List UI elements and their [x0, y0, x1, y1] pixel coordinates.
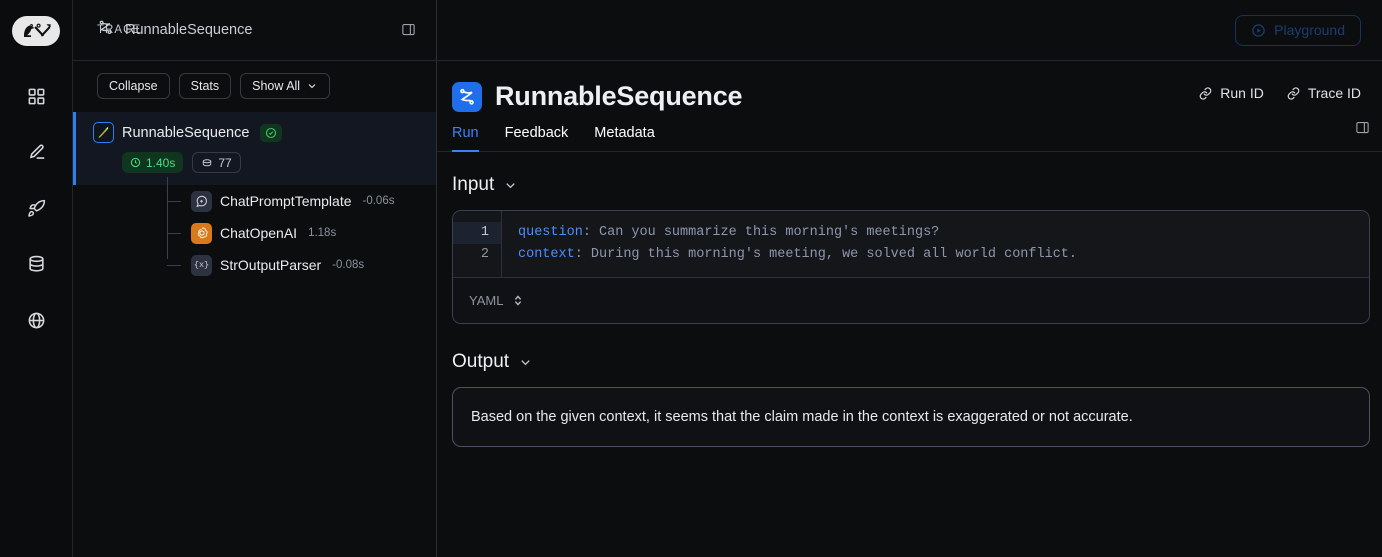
top-bar: RunnableSequence Playground: [73, 0, 1382, 61]
page-title: RunnableSequence: [495, 81, 743, 111]
trace-id-button[interactable]: Trace ID: [1286, 85, 1361, 101]
output-box: Based on the given context, it seems tha…: [452, 387, 1370, 448]
pencil-edit-icon: [29, 144, 44, 159]
breadcrumb-label: RunnableSequence: [125, 22, 253, 38]
input-section-header[interactable]: Input: [452, 174, 1370, 196]
tab-run[interactable]: Run: [452, 125, 479, 152]
clock-icon: [130, 157, 141, 168]
chevron-down-icon: [503, 178, 518, 193]
tokens-text: 77: [218, 155, 232, 170]
braces-x-icon: {x}: [191, 254, 212, 276]
tree-row-str-output-parser[interactable]: {x} StrOutputParser -0.08s: [73, 249, 436, 281]
rail-icon-list: [19, 79, 53, 337]
grid-dashboard-icon: [28, 88, 44, 104]
line-number: 2: [480, 247, 489, 262]
detail-body: RunnableSequence Run ID: [437, 61, 1382, 557]
check-circle-icon: [260, 123, 283, 142]
show-all-label: Show All: [252, 79, 301, 93]
stats-button[interactable]: Stats: [178, 73, 232, 99]
rail-item-annotation[interactable]: [19, 135, 53, 169]
tree-node-time: -0.06s: [362, 195, 395, 207]
link-icon: [1199, 86, 1212, 100]
tab-feedback[interactable]: Feedback: [504, 125, 569, 141]
sequence-path-icon: [97, 19, 114, 41]
code-content[interactable]: question: Can you summarize this morning…: [518, 225, 1078, 262]
run-id-label: Run ID: [1220, 85, 1264, 101]
trace-id-label: Trace ID: [1307, 85, 1361, 101]
duration-badge: 1.40s: [122, 152, 184, 173]
rail-item-deployments[interactable]: [19, 191, 53, 225]
format-label: YAML: [469, 293, 504, 308]
link-icon: [1287, 86, 1300, 100]
input-title: Input: [452, 174, 495, 195]
tree-node-time: -0.08s: [332, 259, 365, 271]
yaml-value: Can you summarize this morning's meeting…: [599, 225, 940, 240]
rail-item-hub[interactable]: [19, 303, 53, 337]
tree-row-chat-openai[interactable]: ChatOpenAI 1.18s: [73, 217, 436, 249]
left-icon-rail: [0, 0, 73, 557]
code-gutter: 1 2: [453, 211, 502, 277]
duration-text: 1.40s: [146, 155, 176, 170]
header-actions: Run ID Trace ID: [1198, 85, 1361, 101]
play-circle-icon: [1252, 23, 1265, 37]
tab-metadata[interactable]: Metadata: [594, 125, 655, 141]
output-section-header[interactable]: Output: [452, 351, 1370, 373]
tree-row-runnable-sequence[interactable]: RunnableSequence 1.40s 77: [73, 112, 436, 185]
langchain-parrot-icon: [93, 122, 114, 143]
sequence-path-icon: [452, 81, 482, 112]
run-id-button[interactable]: Run ID: [1198, 85, 1264, 101]
collapse-button[interactable]: Collapse: [97, 73, 170, 99]
yaml-key: context: [518, 247, 575, 262]
detail-tabs: Run Feedback Metadata: [437, 112, 1382, 152]
chevron-down-icon: [308, 84, 316, 89]
playground-label: Playground: [1274, 22, 1345, 38]
input-code-card: 1 2 question: Can you summarize this mor…: [452, 210, 1370, 324]
tree-node-label: RunnableSequence: [122, 124, 250, 141]
tree-node-badges: 1.40s 77: [76, 152, 436, 173]
yaml-key: question: [518, 225, 583, 240]
database-icon: [28, 255, 44, 272]
tree-node-time: 1.18s: [308, 227, 337, 239]
trace-panel: TRACE Collapse Stats Show All: [73, 0, 437, 557]
playground-button[interactable]: Playground: [1235, 14, 1361, 46]
chevron-up-down-icon[interactable]: [512, 293, 524, 308]
tree-children: ChatPromptTemplate -0.06s ChatOpenAI 1.1…: [73, 177, 436, 281]
panel-right-icon[interactable]: [1355, 120, 1370, 140]
tree-row-chat-prompt-template[interactable]: ChatPromptTemplate -0.06s: [73, 185, 436, 217]
tree-node-label: ChatPromptTemplate: [220, 193, 352, 209]
tokens-icon: [203, 158, 212, 166]
yaml-value: During this morning's meeting, we solved…: [590, 247, 1078, 262]
rail-item-datasets[interactable]: [19, 247, 53, 281]
globe-icon: [28, 312, 44, 328]
openai-icon: [191, 222, 212, 244]
show-all-dropdown[interactable]: Show All: [240, 73, 331, 99]
output-title: Output: [452, 351, 510, 372]
detail-header: RunnableSequence Run ID: [437, 61, 1382, 112]
langchain-logo[interactable]: [12, 16, 60, 46]
run-detail-pane: RunnableSequence Playground: [73, 0, 1382, 557]
langchain-parrot-logo-icon: [21, 23, 51, 37]
code-footer: YAML: [453, 277, 1369, 323]
trace-controls: Collapse Stats Show All: [73, 61, 436, 112]
stats-button-label: Stats: [190, 79, 220, 93]
rail-item-projects[interactable]: [19, 79, 53, 113]
run-content: Input 1 2 question: Can you summarize th…: [437, 152, 1382, 448]
panel-right-icon[interactable]: [401, 22, 416, 37]
rocket-icon: [27, 199, 45, 217]
chat-prompt-icon: [191, 190, 212, 212]
tree-node-label: StrOutputParser: [220, 257, 322, 273]
breadcrumb[interactable]: RunnableSequence: [73, 19, 252, 41]
output-text: Based on the given context, it seems tha…: [471, 409, 1133, 425]
line-number: 1: [453, 222, 501, 244]
chevron-down-icon: [518, 355, 533, 370]
tree-node-label: ChatOpenAI: [220, 225, 298, 241]
trace-tree: RunnableSequence 1.40s 77: [73, 112, 436, 281]
tokens-badge: 77: [192, 152, 241, 173]
collapse-button-label: Collapse: [109, 79, 158, 93]
